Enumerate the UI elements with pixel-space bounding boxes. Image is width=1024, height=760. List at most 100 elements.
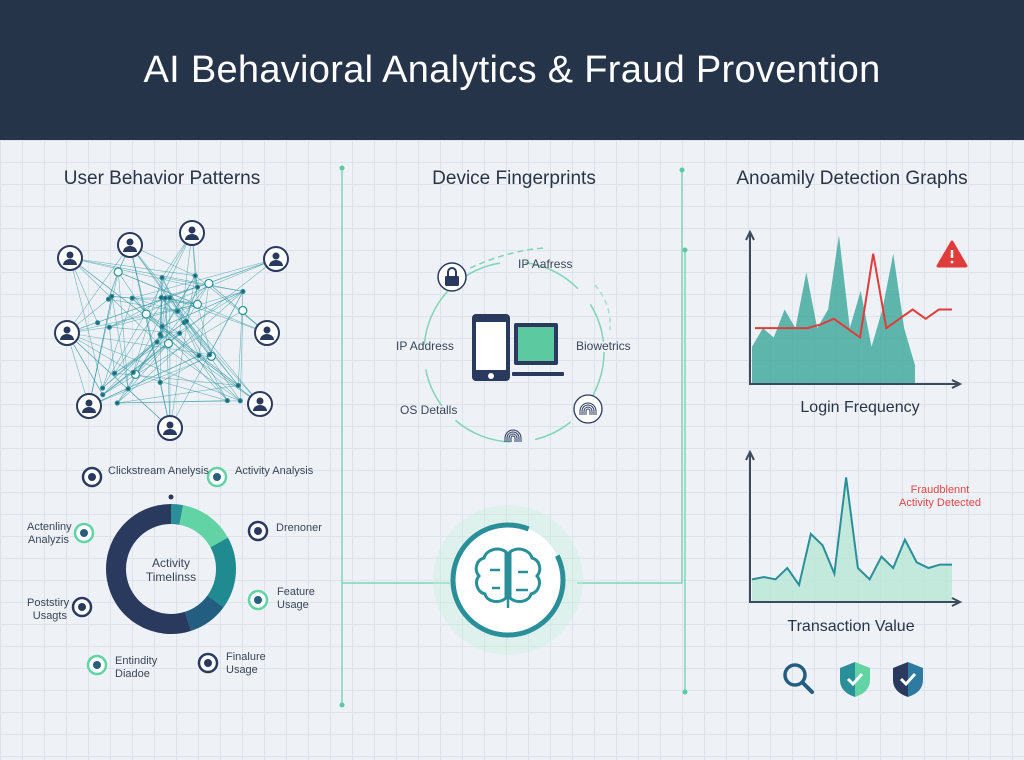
user-icon bbox=[263, 246, 289, 272]
network-node bbox=[159, 323, 165, 330]
label-actenliny: Actenliny Analyzis bbox=[27, 521, 72, 546]
divider-dot bbox=[682, 689, 688, 695]
network-node bbox=[167, 295, 173, 301]
grid-background bbox=[0, 140, 1024, 760]
column-title-anomaly: Anoamily Detection Graphs bbox=[736, 168, 968, 189]
network-edge bbox=[108, 298, 178, 312]
network-edge bbox=[165, 298, 171, 429]
user-head bbox=[66, 251, 74, 259]
network-edge bbox=[129, 244, 261, 405]
network-edge bbox=[111, 296, 129, 389]
label-finalure: Finalure Usage bbox=[226, 651, 266, 676]
network-edge bbox=[102, 335, 162, 389]
network-edge bbox=[160, 297, 171, 336]
network-edge bbox=[177, 291, 243, 312]
fingerprint-icon bbox=[573, 394, 603, 424]
user-head bbox=[256, 397, 264, 405]
label-os-details: OS Detalls bbox=[400, 403, 458, 417]
network-edge bbox=[132, 297, 171, 373]
network-edge bbox=[135, 374, 228, 401]
fingerprint-ridge bbox=[510, 435, 516, 442]
network-edge bbox=[102, 335, 162, 395]
network-node bbox=[204, 278, 214, 289]
phone-screen bbox=[476, 322, 506, 370]
user-body bbox=[63, 259, 77, 265]
dashed-arc bbox=[594, 284, 611, 331]
network-edge bbox=[169, 291, 244, 429]
fingerprint-ridge bbox=[585, 408, 591, 415]
network-node bbox=[174, 308, 181, 314]
user-body bbox=[185, 234, 199, 240]
behavior-node-dot bbox=[93, 661, 101, 669]
network-edge bbox=[198, 283, 210, 356]
network-edge bbox=[117, 400, 228, 404]
network-node bbox=[162, 295, 168, 301]
network-edge bbox=[169, 297, 239, 386]
network-edge bbox=[109, 327, 115, 374]
user-head bbox=[126, 238, 134, 246]
network-edge bbox=[186, 321, 212, 357]
label-ip-aafress: IP Aafress bbox=[518, 257, 573, 271]
network-edge bbox=[66, 332, 210, 355]
network-edge bbox=[88, 356, 212, 407]
behavior-node-dot bbox=[254, 527, 262, 535]
column-title-behavior: User Behavior Patterns bbox=[63, 168, 261, 189]
laptop-icon bbox=[512, 323, 564, 376]
user-head bbox=[166, 421, 174, 429]
network-node bbox=[111, 370, 118, 376]
user-icon bbox=[247, 391, 273, 417]
transaction-value-area bbox=[752, 477, 952, 602]
lock-shackle bbox=[447, 267, 457, 276]
network-node bbox=[235, 382, 241, 389]
network-node bbox=[125, 386, 131, 392]
transaction-value-line bbox=[751, 477, 952, 588]
network-node bbox=[224, 397, 230, 404]
login-frequency-area bbox=[752, 235, 915, 384]
search-handle bbox=[801, 681, 814, 694]
network-node bbox=[240, 288, 246, 295]
chart-axis bbox=[749, 232, 960, 385]
user-icon bbox=[54, 320, 80, 346]
login-threshold-line bbox=[755, 253, 952, 340]
fingerprint-icon bbox=[504, 429, 522, 442]
network-edge bbox=[117, 335, 162, 404]
network-edge bbox=[69, 257, 243, 292]
user-body bbox=[260, 334, 274, 340]
network-edge bbox=[159, 334, 261, 405]
network-edge bbox=[161, 298, 166, 327]
network-edge bbox=[161, 277, 200, 356]
donut-segment bbox=[106, 504, 192, 634]
network-node bbox=[95, 320, 101, 326]
network-edge bbox=[145, 313, 171, 429]
network-edge bbox=[69, 257, 103, 389]
phone-button bbox=[488, 373, 494, 379]
network-node bbox=[177, 330, 183, 336]
network-edge bbox=[117, 271, 129, 389]
donut-segment bbox=[170, 504, 184, 525]
network-edge bbox=[114, 322, 185, 374]
phone-icon bbox=[472, 314, 510, 381]
fingerprint-ridge bbox=[508, 433, 518, 442]
device-ring bbox=[423, 261, 605, 443]
behavior-node-dot bbox=[254, 596, 262, 604]
network-edge bbox=[177, 283, 210, 312]
network-edge bbox=[102, 341, 158, 389]
network-edge bbox=[66, 244, 131, 334]
label-biometrics: Biowetrics bbox=[576, 339, 631, 353]
network-edge bbox=[132, 258, 277, 299]
page-title: AI Behavioral Analytics & Fraud Proventi… bbox=[143, 48, 881, 91]
network-node bbox=[100, 392, 106, 398]
network-node bbox=[194, 284, 201, 290]
label-clickstream: Clickstream Anelysis bbox=[108, 465, 209, 477]
network-node bbox=[109, 293, 115, 299]
fingerprint-ridge bbox=[583, 406, 593, 415]
network-edge bbox=[102, 310, 243, 395]
behavior-node-dot bbox=[88, 473, 96, 481]
network-node bbox=[99, 385, 106, 391]
brain-folds bbox=[490, 552, 528, 608]
fraud-alert-label: Fraudblennt Activity Detected bbox=[899, 484, 981, 509]
label-entindity: Entindity Diadoe bbox=[115, 655, 158, 680]
user-icon bbox=[157, 415, 183, 441]
user-head bbox=[188, 226, 196, 234]
